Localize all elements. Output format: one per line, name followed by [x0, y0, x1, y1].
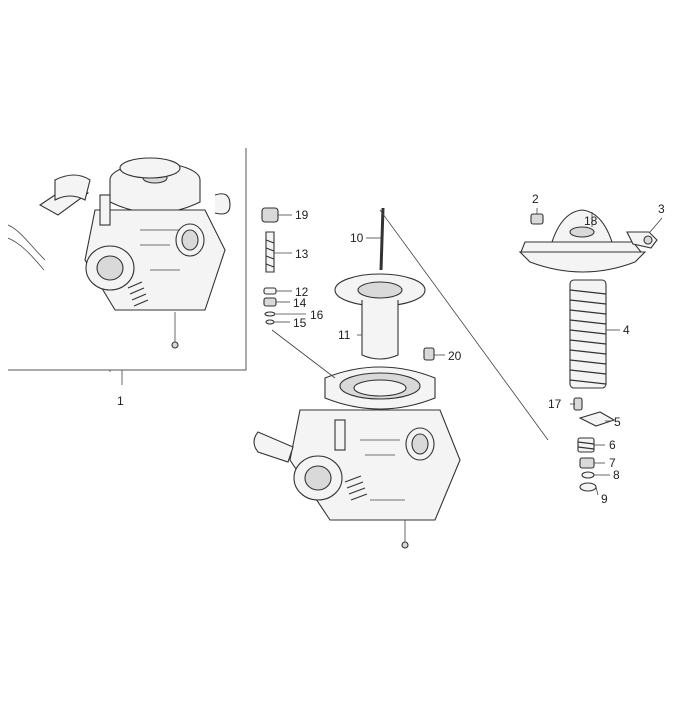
- callout-leaders: [274, 208, 663, 496]
- label-part-14: 14: [293, 296, 307, 310]
- label-part-8: 8: [613, 468, 620, 482]
- label-part-3: 3: [658, 202, 665, 216]
- label-part-17: 17: [548, 397, 562, 411]
- label-part-9: 9: [601, 492, 608, 506]
- label-part-13: 13: [295, 247, 309, 261]
- label-part-1: 1: [117, 394, 124, 408]
- part-stack-right: [577, 437, 597, 492]
- part-screw-2: [530, 213, 544, 225]
- part-long-spring: [569, 279, 607, 389]
- part-clamp: [626, 231, 658, 249]
- label-part-11: 11: [338, 328, 351, 342]
- carburetor-body: [253, 366, 461, 549]
- assembled-carburetor: [7, 157, 231, 349]
- label-part-10: 10: [350, 231, 364, 245]
- label-part-4: 4: [623, 323, 630, 337]
- label-part-18: 18: [584, 214, 598, 228]
- inset-frame: [8, 148, 247, 371]
- part-needle: [379, 207, 385, 271]
- label-part-12: 12: [295, 285, 309, 299]
- callout-labels: 1 2 3 4 5 6 7 8 9 10 11 12 13 14 15 16 1…: [117, 192, 665, 506]
- assembly-guides: [109, 209, 549, 441]
- part-stack-left: [261, 207, 279, 325]
- label-part-7: 7: [609, 456, 616, 470]
- part-top-cover: [518, 209, 647, 273]
- label-part-2: 2: [532, 192, 539, 206]
- label-part-15: 15: [293, 316, 307, 330]
- label-part-5: 5: [614, 415, 621, 429]
- part-bracket: [573, 397, 616, 427]
- label-part-16: 16: [310, 308, 324, 322]
- label-part-6: 6: [609, 438, 616, 452]
- part-slide-diaphragm: [334, 273, 426, 360]
- label-part-20: 20: [448, 349, 462, 363]
- part-screw-20: [423, 347, 435, 361]
- label-part-19: 19: [295, 208, 309, 222]
